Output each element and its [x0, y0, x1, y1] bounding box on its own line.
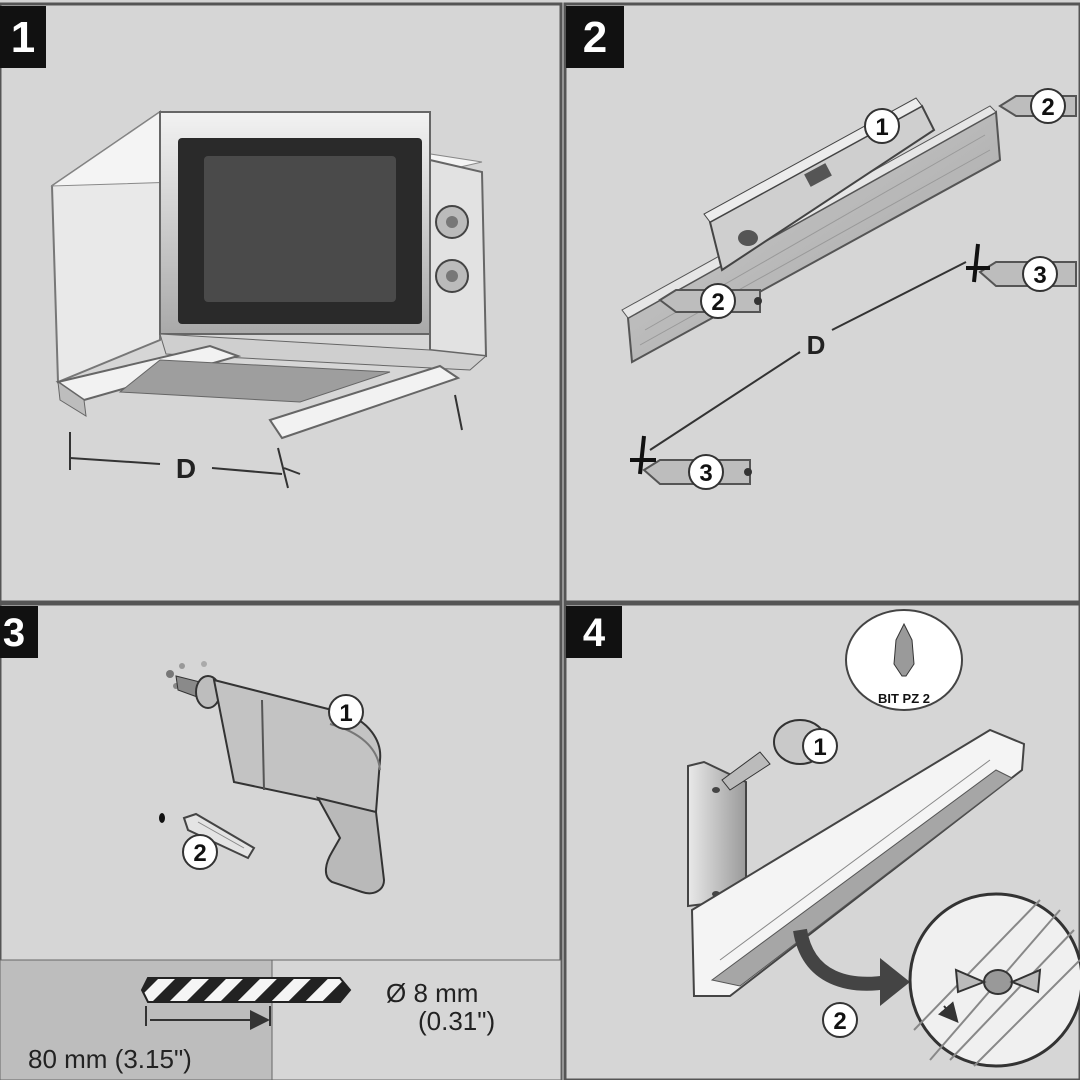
drill-bit-icon — [140, 977, 352, 1003]
callout-3-right: 3 — [1022, 256, 1058, 292]
step-3-number: 3 — [3, 611, 25, 655]
wall-marks-and-distance: D — [630, 243, 990, 475]
screwdriver-bit-icon — [893, 622, 915, 677]
callout-3-left: 3 — [688, 454, 724, 490]
callout-plug-2: 2 — [182, 834, 218, 870]
microwave-illustration — [50, 110, 488, 440]
step-1-badge — [0, 6, 46, 68]
wall-plug-illustration — [159, 812, 256, 860]
callout-1: 1 — [864, 108, 900, 144]
panel-step-3: 3 1 2 — [0, 602, 563, 1080]
svg-text:1: 1 — [813, 734, 826, 761]
step-1-number: 1 — [11, 13, 35, 62]
callout-2-left: 2 — [700, 283, 736, 319]
svg-text:1: 1 — [875, 114, 888, 141]
callout-screwdriver-1: 1 — [802, 728, 838, 764]
bit-label: BIT PZ 2 — [878, 691, 930, 706]
svg-text:3: 3 — [1033, 262, 1046, 289]
svg-text:2: 2 — [193, 840, 206, 867]
callout-drill-1: 1 — [328, 694, 364, 730]
panel-step-4: 4 BIT PZ 2 — [563, 602, 1080, 1080]
dimension-d-label-1: D — [176, 453, 196, 484]
svg-text:2: 2 — [1041, 94, 1054, 121]
svg-text:2: 2 — [833, 1008, 846, 1035]
svg-text:2: 2 — [711, 289, 724, 316]
svg-text:3: 3 — [699, 460, 712, 487]
svg-text:1: 1 — [339, 700, 352, 727]
step-2-badge — [566, 6, 624, 68]
panel-step-2: 2 — [563, 2, 1080, 604]
step-2-number: 2 — [583, 13, 607, 62]
wing-nut-icon — [983, 969, 1013, 995]
wing-nut-detail-view — [908, 892, 1080, 1068]
panel-step-1: 1 D — [0, 2, 563, 604]
drill-depth-label: 80 mm (3.15") — [28, 1044, 192, 1074]
callout-2-top: 2 — [1030, 88, 1066, 124]
dimension-d-step-1: D — [69, 432, 301, 489]
step-4-badge — [566, 606, 622, 658]
drill-bit-dimensions: Ø 8 mm (0.31") 80 mm (3.15") — [0, 959, 562, 1080]
bit-pz2-badge: BIT PZ 2 — [845, 609, 963, 711]
step-3-badge — [0, 606, 38, 658]
bit-diameter-imperial-label: (0.31") — [418, 1006, 495, 1036]
dimension-d-label-2: D — [807, 330, 826, 360]
callout-wingnut-2: 2 — [822, 1002, 858, 1038]
step-4-number: 4 — [583, 611, 606, 655]
wall-bracket-illustration — [687, 719, 1026, 1006]
bit-diameter-label: Ø 8 mm — [386, 978, 478, 1008]
